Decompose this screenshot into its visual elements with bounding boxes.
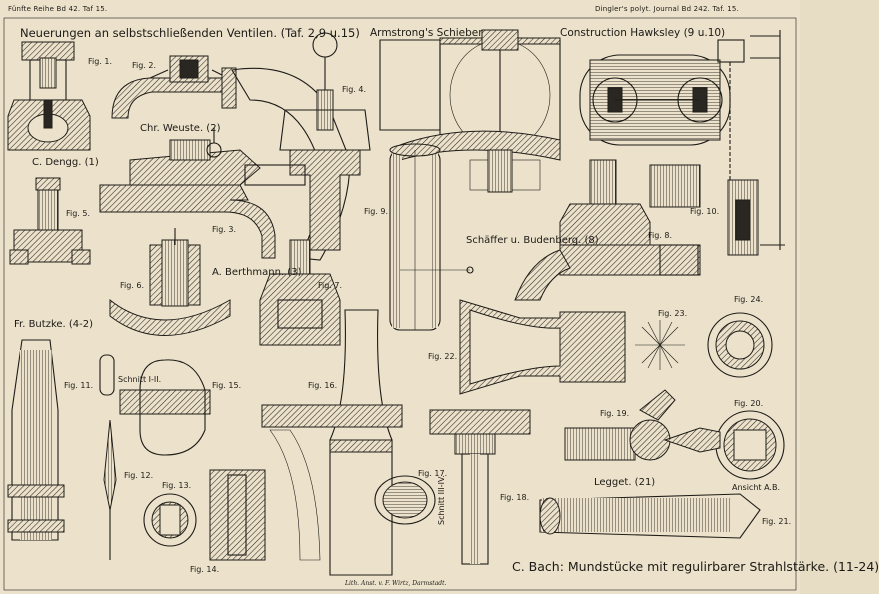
note-schnitt-iii-iv: Schnitt III-IV. <box>437 475 446 525</box>
fig-label-7: Fig. 7. <box>318 281 343 290</box>
fig-label-5: Fig. 5. <box>66 209 91 218</box>
fig3-berthmann-pipe <box>99 67 351 261</box>
title-neuerungen: Neuerungen an selbstschließenden Ventile… <box>20 26 360 40</box>
header-left: Fünfte Reihe Bd 42. Taf 15. <box>8 5 108 13</box>
fig9-cylinder <box>389 143 474 331</box>
fig-label-16: Fig. 16. <box>308 381 338 390</box>
fig-label-13: Fig. 13. <box>162 481 192 490</box>
fig16-flared-nozzle <box>261 309 403 576</box>
note-schnitt-i-ii: Schnitt I-II. <box>118 375 162 384</box>
title-hawksley: Construction Hawksley (9 u.10) <box>560 27 726 39</box>
fig-label-8: Fig. 8. <box>648 231 673 240</box>
caption-butzke: Fr. Butzke. (4-2) <box>14 319 94 330</box>
fig-label-9: Fig. 9. <box>364 207 389 216</box>
fig11-butzke-nozzle <box>7 339 65 541</box>
fig-label-22: Fig. 22. <box>428 352 458 361</box>
caption-weuste: Chr. Weuste. (2) <box>140 123 221 134</box>
fig-label-23: Fig. 23. <box>658 309 688 318</box>
note-ansicht: Ansicht A.B. <box>732 483 780 492</box>
fig-label-10: Fig. 10. <box>690 207 720 216</box>
fig6-curved-base <box>109 228 231 336</box>
fig24-ring <box>707 312 773 378</box>
fig-label-4: Fig. 4. <box>342 85 367 94</box>
fig14-block <box>209 469 266 561</box>
fig18-valve-section <box>429 409 531 565</box>
title-armstrong: Armstrong's Schieber <box>370 27 483 39</box>
plate-border <box>3 17 797 591</box>
fig19-legget-nozzle <box>564 389 721 461</box>
fig20-ring <box>715 410 785 480</box>
fig23-star-insert <box>635 320 685 370</box>
fig8-schaeffer-valve <box>514 159 701 301</box>
fig13-ring <box>143 493 197 547</box>
fig-label-18: Fig. 18. <box>500 493 530 502</box>
fig-label-17: Fig. 17. <box>418 469 448 478</box>
fig-label-1: Fig. 1. <box>88 57 113 66</box>
caption-schaeffer: Schäffer u. Budenberg. (8) <box>466 235 599 246</box>
fig15-sectional-loop <box>99 354 211 456</box>
fig-label-20: Fig. 20. <box>734 399 764 408</box>
fig-label-24: Fig. 24. <box>734 295 764 304</box>
fig1-dengg-valve <box>7 41 91 151</box>
fig21-bach-nozzle <box>539 493 761 539</box>
header-right: Dingler's polyt. Journal Bd 242. Taf. 15… <box>595 5 740 13</box>
engraving-artwork <box>3 17 797 591</box>
fig7-valve <box>259 239 341 346</box>
fig22-nozzle <box>459 299 626 395</box>
fig-label-2: Fig. 2. <box>132 61 157 70</box>
hawksley-apparatus <box>579 30 781 250</box>
lithograph-plate: Fünfte Reihe Bd 42. Taf 15. Dingler's po… <box>3 5 879 591</box>
fig4-valve-stem <box>244 32 371 251</box>
caption-dengg: C. Dengg. (1) <box>32 157 99 168</box>
imprint: Lith. Anst. v. F. Wirtz, Darmstadt. <box>345 580 447 587</box>
caption-legget: Legget. (21) <box>594 477 656 488</box>
fig5-spring-valve <box>9 177 91 265</box>
fig12-spike <box>103 419 117 560</box>
fig17-ball <box>374 475 436 525</box>
caption-berthmann: A. Berthmann. (3) <box>212 267 302 278</box>
fig-label-19: Fig. 19. <box>600 409 630 418</box>
fig-label-14: Fig. 14. <box>190 565 220 574</box>
fig-label-15: Fig. 15. <box>212 381 242 390</box>
caption-bach: C. Bach: Mundstücke mit regulirbarer Str… <box>512 559 879 574</box>
fig-label-21: Fig. 21. <box>762 517 792 526</box>
fig-label-6: Fig. 6. <box>120 281 145 290</box>
fig10-cylinder <box>727 179 785 256</box>
armstrong-slide-valve <box>379 29 561 193</box>
fig-label-11: Fig. 11. <box>64 381 94 390</box>
fig-label-3: Fig. 3. <box>212 225 237 234</box>
fig-label-12: Fig. 12. <box>124 471 154 480</box>
fig2-weuste-valve <box>111 55 237 119</box>
